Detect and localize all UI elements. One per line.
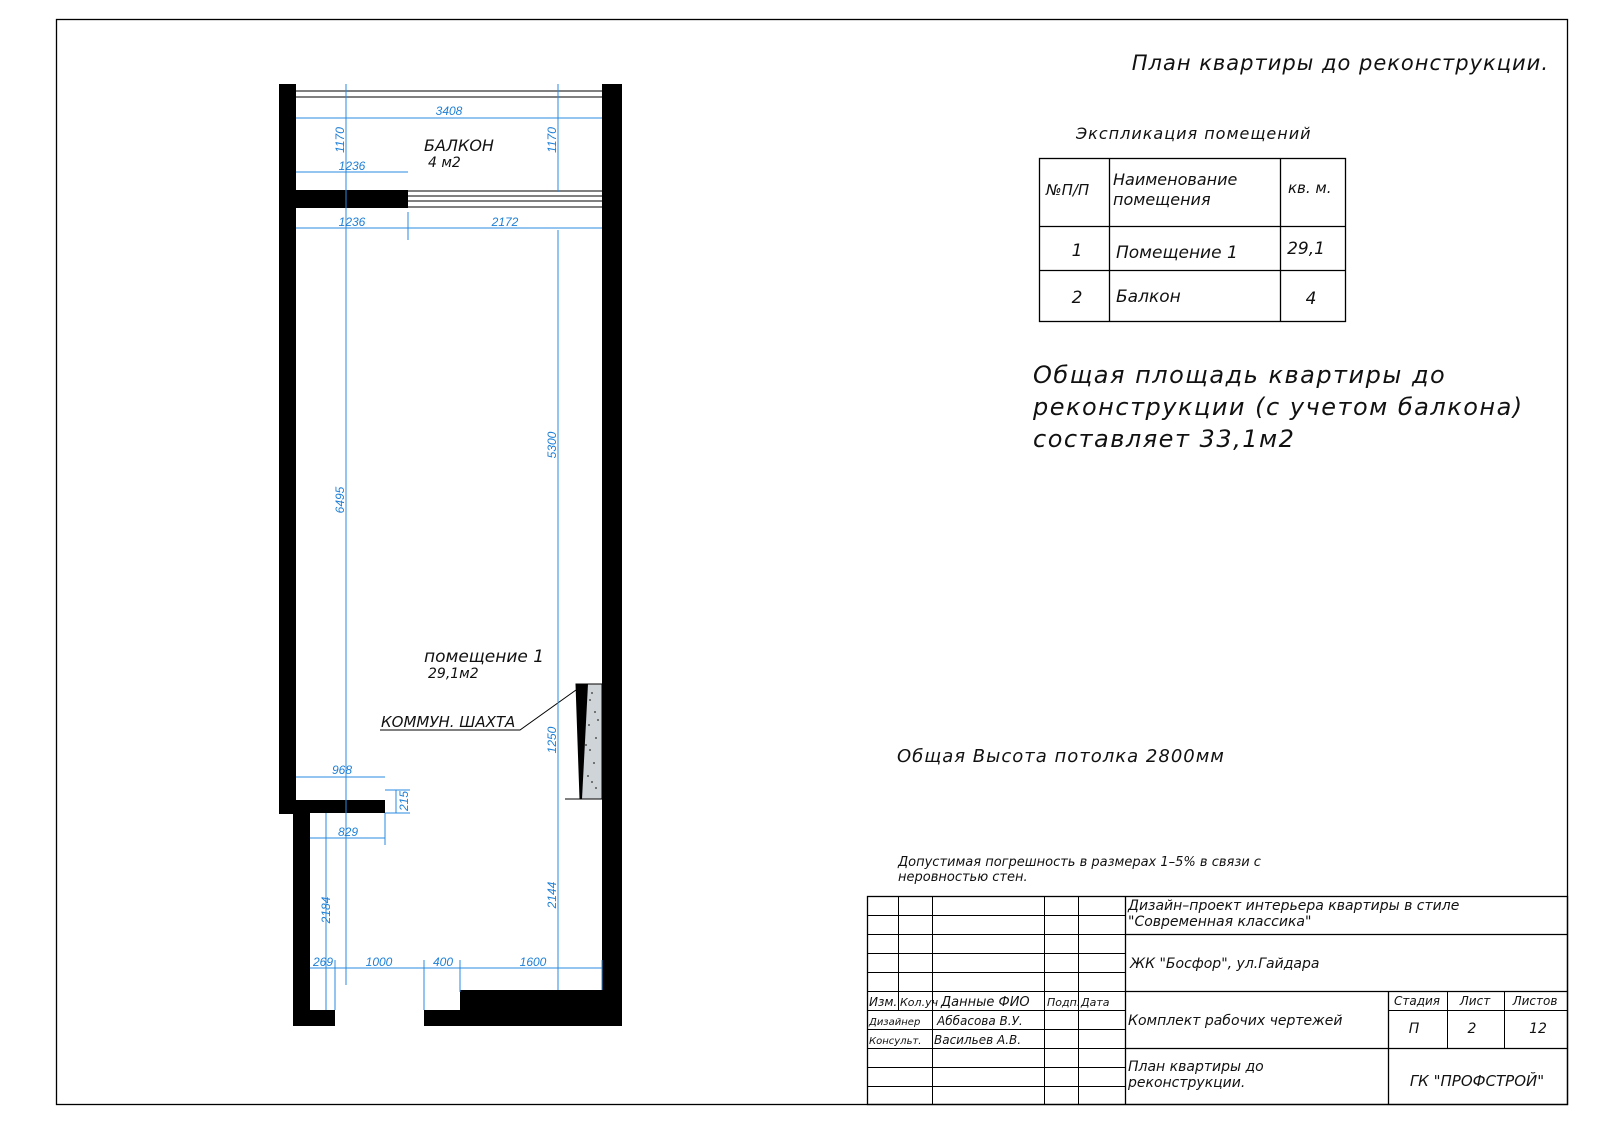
wall-bottom-thick <box>460 990 605 1012</box>
row1-num: 1 <box>1072 241 1083 261</box>
drawing-name-line-1: План квартиры до <box>1128 1059 1264 1075</box>
dim-1170-right: 1170 <box>545 127 559 153</box>
dim-400: 400 <box>433 955 453 969</box>
ceiling-height-note: Общая Высота потолка 2800мм <box>897 746 1225 767</box>
sheets-value: 12 <box>1529 1021 1547 1037</box>
stage-label: Стадия <box>1394 994 1440 1008</box>
balcony-name: БАЛКОН <box>424 136 494 155</box>
sheets-label: Листов <box>1512 994 1558 1008</box>
dim-269: 269 <box>312 955 333 969</box>
dim-215: 215 <box>397 791 411 812</box>
dim-968: 968 <box>332 763 352 777</box>
explication-table: Экспликация помещений №П/П Наименование … <box>1038 124 1347 323</box>
explication-header-name-box: Наименование помещения <box>1113 170 1238 209</box>
balcony-area: 4 м2 <box>428 155 461 171</box>
dimension-lines <box>296 84 603 1010</box>
row2-name: Балкон <box>1116 287 1181 307</box>
role-consult: Консульт. <box>869 1036 921 1047</box>
col-date: Дата <box>1080 996 1110 1009</box>
room-name: помещение 1 <box>424 647 544 667</box>
tolerance-line-1: Допустимая погрешность в размерах 1–5% в… <box>897 855 1261 870</box>
dim-6495: 6495 <box>333 486 347 513</box>
sheet-frame <box>55 18 1569 1106</box>
row2-area: 4 <box>1306 289 1317 309</box>
company: ГК "ПРОФСТРОЙ" <box>1410 1071 1544 1090</box>
project-line-1: Дизайн–проект интерьера квартиры в стиле <box>1127 898 1459 914</box>
balcony-window <box>296 90 602 208</box>
shaft-leader <box>380 689 577 731</box>
total-area-line-3: составляет 33,1м2 <box>1033 425 1295 453</box>
row2-num: 2 <box>1072 288 1083 308</box>
explication-header-name: Наименование помещения <box>1113 170 1238 209</box>
stage-value: П <box>1409 1021 1420 1037</box>
wall-step <box>279 800 385 813</box>
tolerance-line-2: неровностью стен. <box>898 870 1028 885</box>
dim-2172: 2172 <box>491 215 519 229</box>
dim-1600: 1600 <box>520 955 547 969</box>
col-kol: Кол.уч <box>900 996 939 1009</box>
dim-2184: 2184 <box>319 896 333 924</box>
project-line-2: "Современная классика" <box>1128 914 1311 930</box>
total-area-line-2: реконструкции (с учетом балкона) <box>1032 393 1524 421</box>
wall-bottom-right <box>424 1010 622 1026</box>
dim-2144: 2144 <box>545 881 559 909</box>
dim-1236-top: 1236 <box>339 159 366 173</box>
total-area-line-1: Общая площадь квартиры до <box>1033 361 1446 389</box>
dim-3408: 3408 <box>436 104 463 118</box>
name-consult: Васильев А.В. <box>934 1033 1021 1047</box>
sheet-value: 2 <box>1468 1021 1477 1037</box>
col-podp: Подп. <box>1047 996 1080 1009</box>
sheet-title: План квартиры до реконструкции. <box>1132 51 1549 75</box>
dim-1000: 1000 <box>366 955 393 969</box>
name-designer: Аббасова В.У. <box>936 1014 1023 1028</box>
explication-header-num: №П/П <box>1045 181 1089 199</box>
row1-name: Помещение 1 <box>1116 243 1238 263</box>
role-designer: Дизайнер <box>868 1017 920 1028</box>
sheet-label: Лист <box>1459 994 1491 1008</box>
room-area: 29,1м2 <box>428 666 479 682</box>
wall-right <box>602 84 622 1026</box>
dim-1236-bottom: 1236 <box>339 215 366 229</box>
communication-shaft <box>565 683 603 800</box>
wall-bottom-left <box>293 1010 335 1026</box>
col-izm: Изм. <box>869 995 897 1009</box>
dim-1170-left: 1170 <box>333 127 347 153</box>
set-name: Комплект рабочих чертежей <box>1128 1013 1342 1029</box>
title-block: Дизайн–проект интерьера квартиры в стиле… <box>866 895 1569 1106</box>
dim-1250: 1250 <box>545 726 559 753</box>
drawing-name-line-2: реконструкции. <box>1127 1075 1245 1091</box>
wall-balcony-partition <box>296 190 408 208</box>
explication-title: Экспликация помещений <box>1075 124 1312 143</box>
explication-header-area: кв. м. <box>1288 179 1332 197</box>
shaft-label: КОММУН. ШАХТА <box>381 713 515 731</box>
wall-left-upper <box>279 84 296 814</box>
col-data-fio: Данные ФИО <box>940 995 1030 1010</box>
row1-area: 29,1 <box>1287 239 1325 259</box>
dim-5300: 5300 <box>545 431 559 458</box>
wall-left-lower <box>293 813 310 1026</box>
dim-829: 829 <box>338 825 358 839</box>
address: ЖК "Босфор", ул.Гайдара <box>1129 956 1319 972</box>
floor-plan: 3408 1170 1170 1236 1236 2172 6495 5300 … <box>279 84 622 1026</box>
